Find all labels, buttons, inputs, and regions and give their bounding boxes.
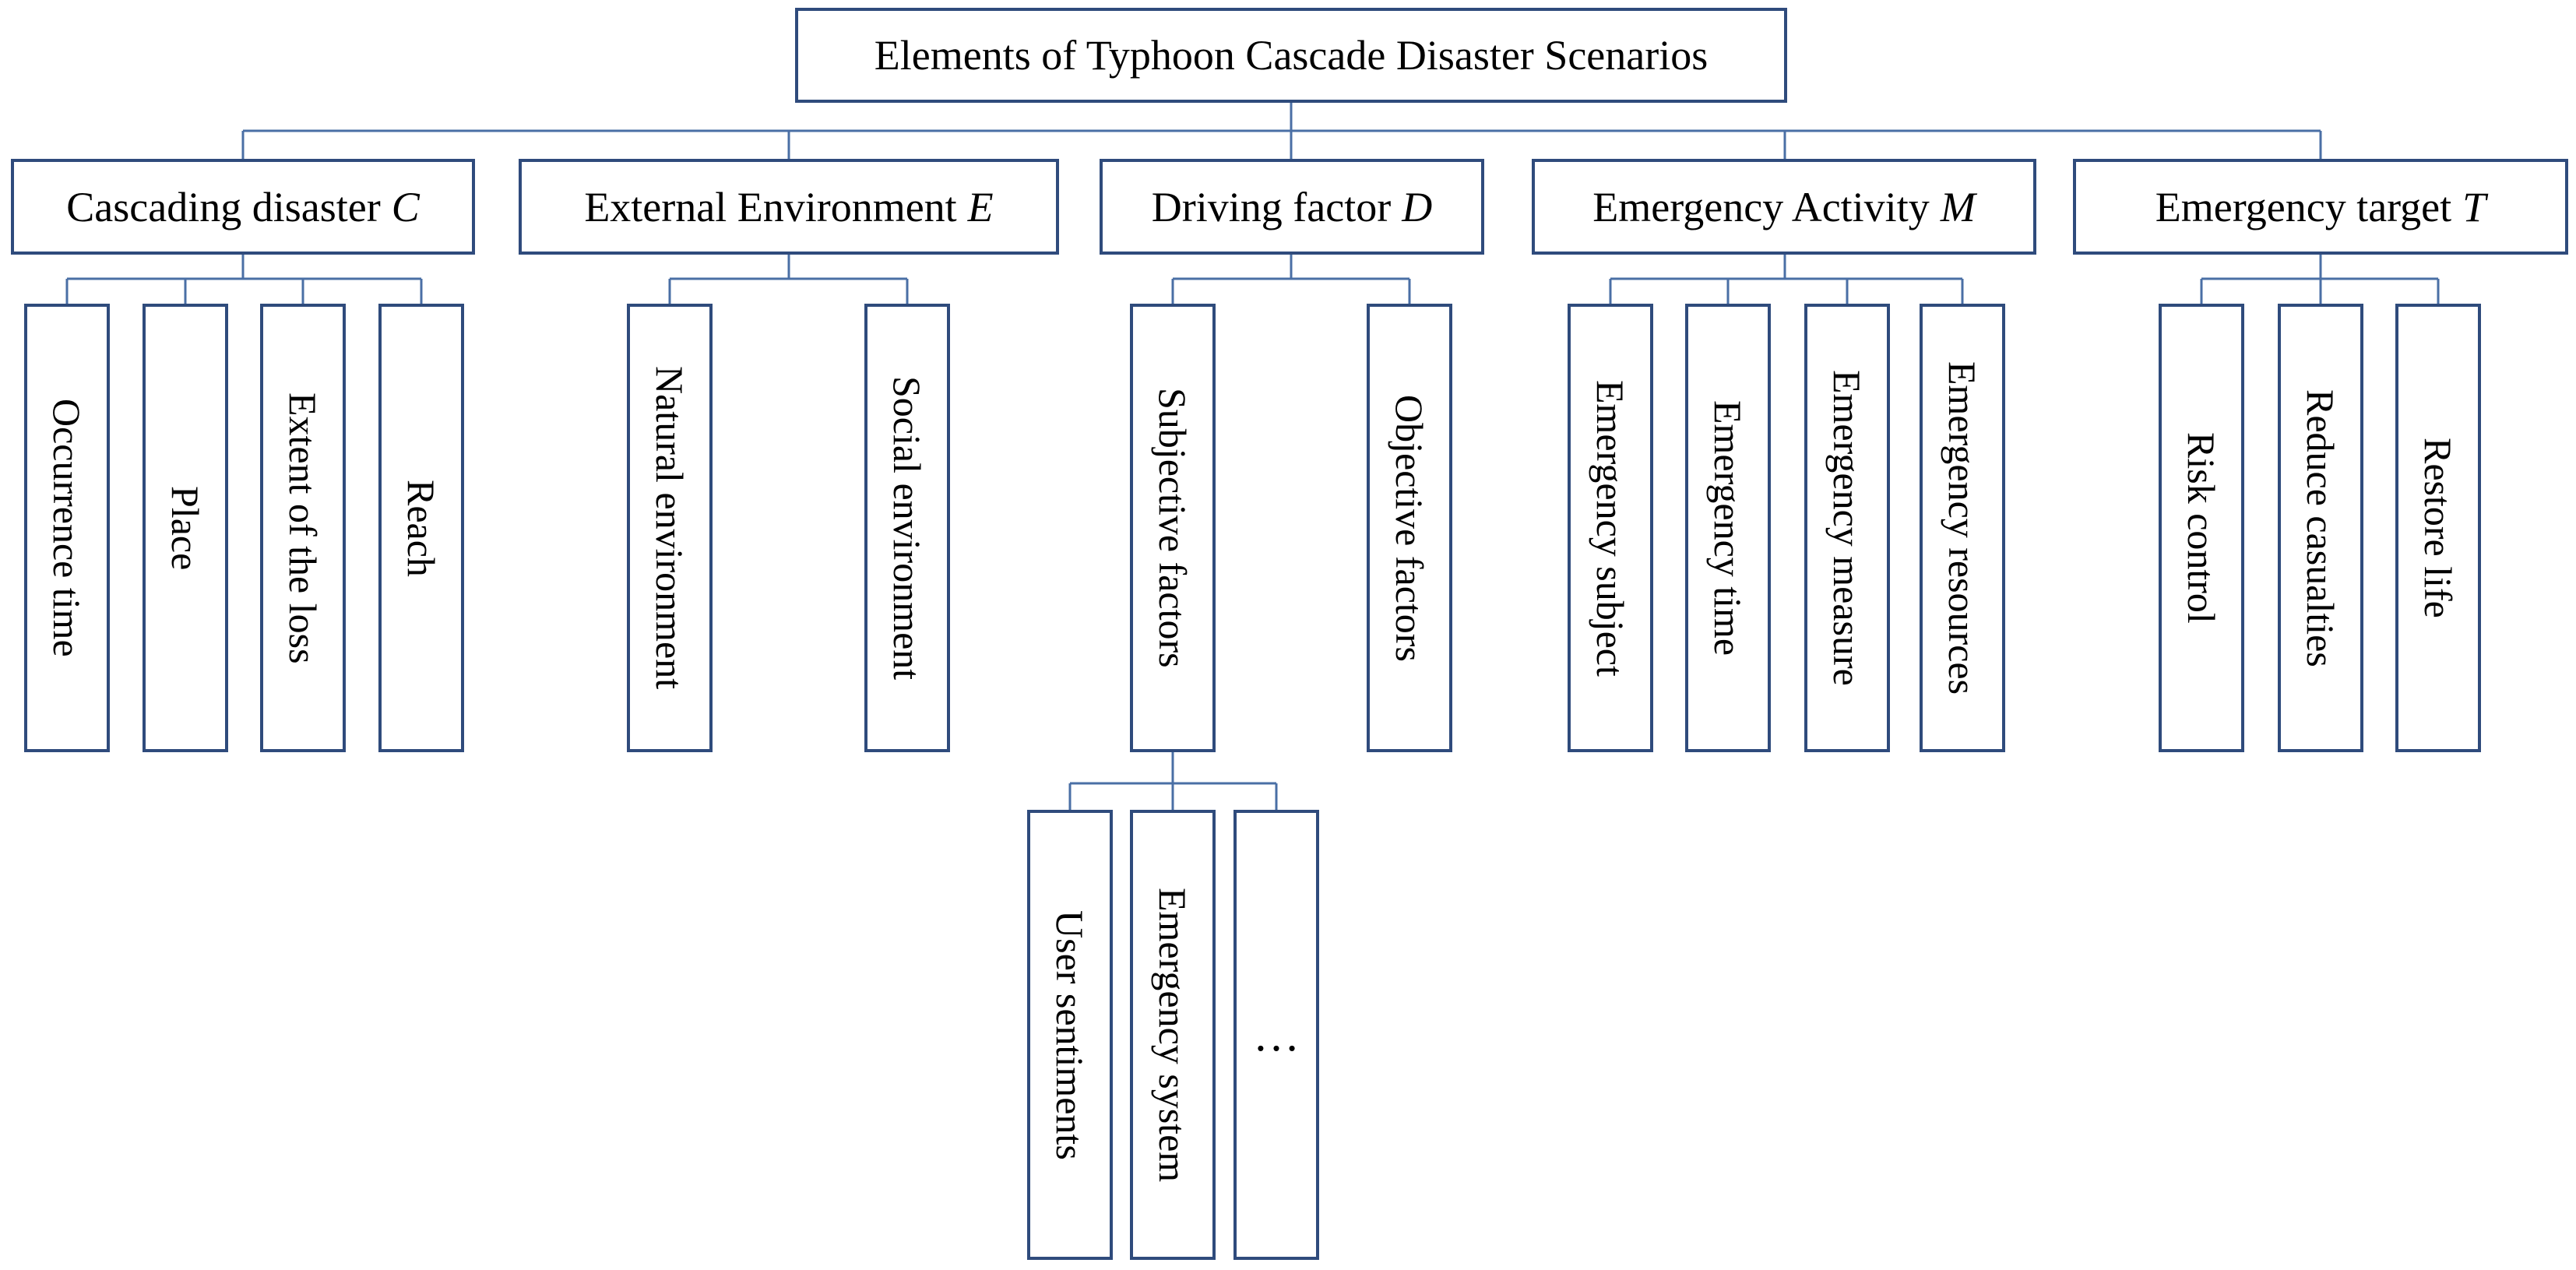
leaf-label: Social environment xyxy=(885,375,929,681)
category-label: Emergency target xyxy=(2155,183,2452,230)
leaf-reduce-casualties: Reduce casualties xyxy=(2278,304,2363,752)
connector-driving-children xyxy=(1171,255,1411,304)
leaf-occurrence-time: Occurrence time xyxy=(24,304,110,752)
connector-subjective-children xyxy=(1068,751,1278,810)
leaf-label: Reach xyxy=(399,479,443,577)
category-symbol: T xyxy=(2462,183,2486,230)
category-label: Cascading disaster xyxy=(66,183,381,230)
connector-activity-children xyxy=(1609,255,1964,304)
leaf-extent-of-the-loss: Extent of the loss xyxy=(260,304,346,752)
connector-external-children xyxy=(668,255,909,304)
leaf-social-environment: Social environment xyxy=(864,304,950,752)
leaf-label: Emergency resources xyxy=(1941,361,1984,695)
leaf-label: Risk control xyxy=(2180,432,2223,624)
leaf-label: Natural environment xyxy=(648,366,692,690)
leaf-emergency-resources: Emergency resources xyxy=(1920,304,2005,752)
root-node: Elements of Typhoon Cascade Disaster Sce… xyxy=(795,8,1787,103)
leaf-more-ellipsis: … xyxy=(1233,810,1319,1260)
leaf-emergency-measure: Emergency measure xyxy=(1804,304,1890,752)
category-label: External Environment xyxy=(584,183,957,230)
category-symbol: C xyxy=(391,183,420,230)
leaf-reach: Reach xyxy=(378,304,464,752)
leaf-restore-life: Restore life xyxy=(2395,304,2481,752)
leaf-natural-environment: Natural environment xyxy=(627,304,713,752)
category-symbol: M xyxy=(1940,183,1976,230)
leaf-subjective-factors: Subjective factors xyxy=(1130,304,1216,752)
leaf-emergency-system: Emergency system xyxy=(1130,810,1216,1260)
leaf-label: Restore life xyxy=(2416,438,2460,618)
leaf-label: Reduce casualties xyxy=(2299,389,2342,667)
ellipsis-label: … xyxy=(1253,1008,1300,1061)
root-label: Elements of Typhoon Cascade Disaster Sce… xyxy=(874,32,1709,79)
leaf-emergency-time: Emergency time xyxy=(1685,304,1771,752)
category-symbol: E xyxy=(967,183,994,230)
connector-root-to-categories xyxy=(241,103,2322,159)
leaf-label: User sentiments xyxy=(1048,909,1092,1160)
leaf-risk-control: Risk control xyxy=(2159,304,2244,752)
leaf-label: Place xyxy=(164,485,207,571)
leaf-label: Emergency system xyxy=(1151,887,1195,1183)
leaf-label: Emergency time xyxy=(1706,399,1750,656)
category-label: Driving factor xyxy=(1151,183,1392,230)
leaf-objective-factors: Objective factors xyxy=(1367,304,1452,752)
connector-target-children xyxy=(2200,255,2440,304)
leaf-label: Subjective factors xyxy=(1151,388,1195,668)
leaf-label: Objective factors xyxy=(1388,394,1431,662)
category-label: Emergency Activity xyxy=(1592,183,1930,230)
category-symbol: D xyxy=(1402,183,1433,230)
leaf-user-sentiments: User sentiments xyxy=(1027,810,1113,1260)
leaf-label: Emergency subject xyxy=(1589,379,1632,677)
leaf-label: Occurrence time xyxy=(45,399,89,657)
leaf-label: Extent of the loss xyxy=(281,392,325,664)
leaf-place: Place xyxy=(143,304,228,752)
connector-cascading-children xyxy=(65,255,423,304)
leaf-label: Emergency measure xyxy=(1825,370,1869,686)
leaf-emergency-subject: Emergency subject xyxy=(1568,304,1653,752)
